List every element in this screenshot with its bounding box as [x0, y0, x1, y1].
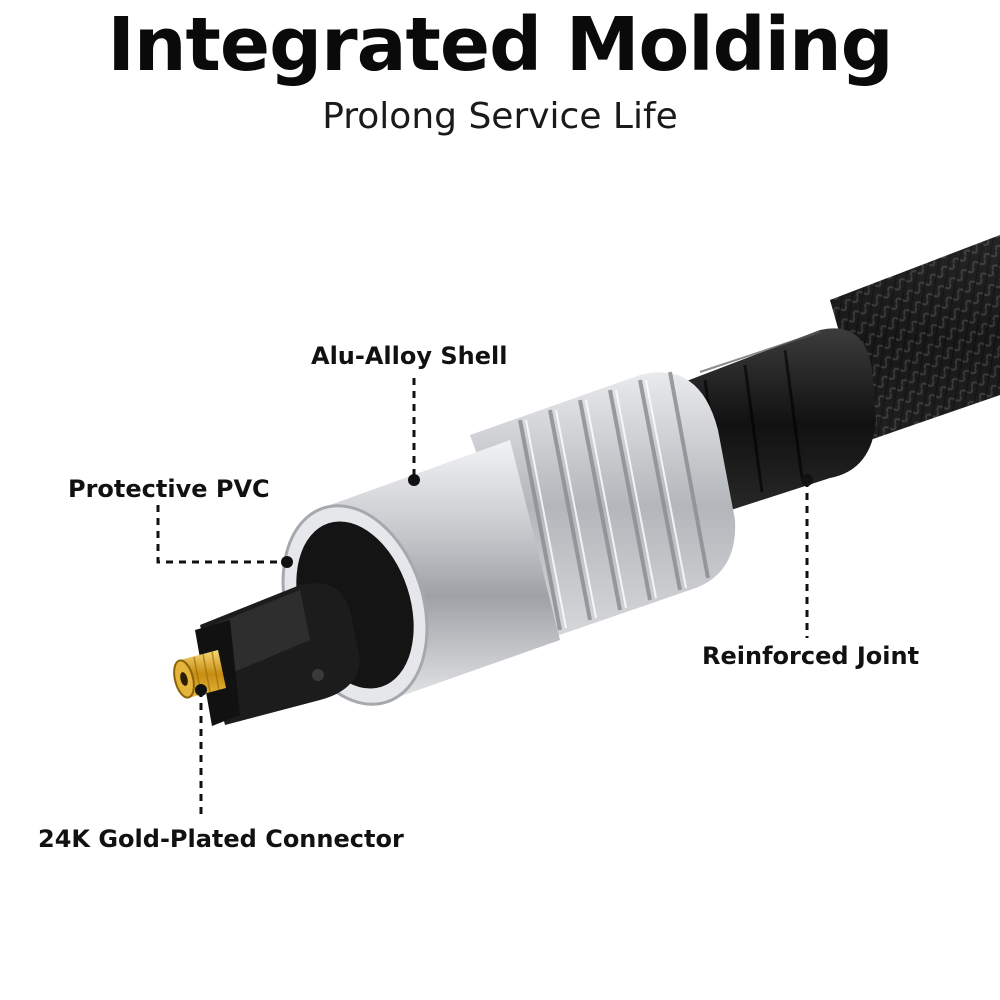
page-title: Integrated Molding	[107, 2, 893, 88]
callout-protective-pvc: Protective PVC	[68, 475, 270, 503]
callout-leaders	[156, 378, 809, 818]
page-subtitle: Prolong Service Life	[322, 96, 678, 137]
callout-gold-connector: 24K Gold-Plated Connector	[38, 825, 404, 853]
callout-reinforced-joint: Reinforced Joint	[702, 642, 920, 670]
protective-pvc-plug	[195, 583, 360, 726]
leader-pvc	[156, 505, 287, 564]
callout-alu-alloy-shell: Alu-Alloy Shell	[311, 342, 508, 370]
callout-dots	[195, 474, 813, 696]
